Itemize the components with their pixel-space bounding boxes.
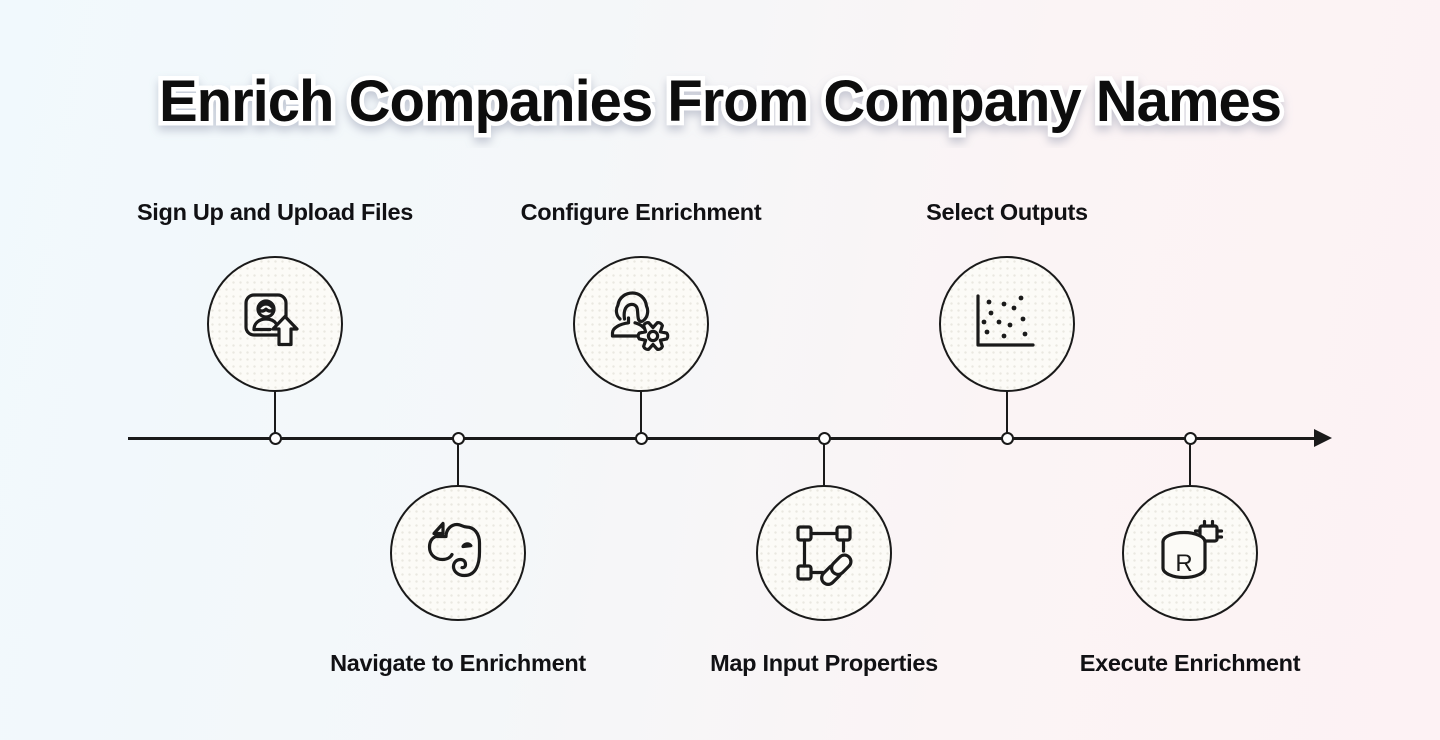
timeline-node <box>451 432 465 445</box>
page-title-text: Enrich Companies From Company Names <box>159 69 1281 134</box>
step-label: Navigate to Enrichment <box>330 650 586 676</box>
step-circle <box>390 485 526 621</box>
timeline-node <box>817 432 831 445</box>
step-circle <box>207 256 343 392</box>
selection-frame-link-icon <box>796 525 853 586</box>
step-label: Configure Enrichment <box>520 199 762 225</box>
timeline-node <box>1000 432 1014 445</box>
evernote-elephant-icon <box>427 521 482 578</box>
step-label: Map Input Properties <box>710 650 938 676</box>
step-circle <box>573 256 709 392</box>
page-title: Enrich Companies From Company Names <box>154 65 1286 139</box>
profile-card-upload-icon <box>244 293 299 347</box>
step-connector <box>1188 444 1192 486</box>
timeline-node <box>634 432 648 445</box>
step-connector <box>273 391 277 433</box>
svg-text:R: R <box>1175 550 1192 577</box>
step-circle: R <box>1122 485 1258 621</box>
step-connector <box>639 391 643 433</box>
step-label: Select Outputs <box>926 199 1088 225</box>
timeline-arrowhead-icon <box>1314 429 1332 447</box>
step-circle <box>939 256 1075 392</box>
step-connector <box>1005 391 1009 433</box>
step-connector <box>456 444 460 486</box>
user-gear-icon <box>610 291 670 351</box>
step-circle <box>756 485 892 621</box>
step-label: Sign Up and Upload Files <box>136 199 414 225</box>
timeline-node <box>1183 432 1197 445</box>
timeline-axis <box>128 437 1318 440</box>
scatter-plot-icon <box>976 294 1035 347</box>
database-run-icon: R <box>1161 519 1224 580</box>
timeline-node <box>268 432 282 445</box>
step-connector <box>822 444 826 486</box>
step-label: Execute Enrichment <box>1079 650 1301 676</box>
